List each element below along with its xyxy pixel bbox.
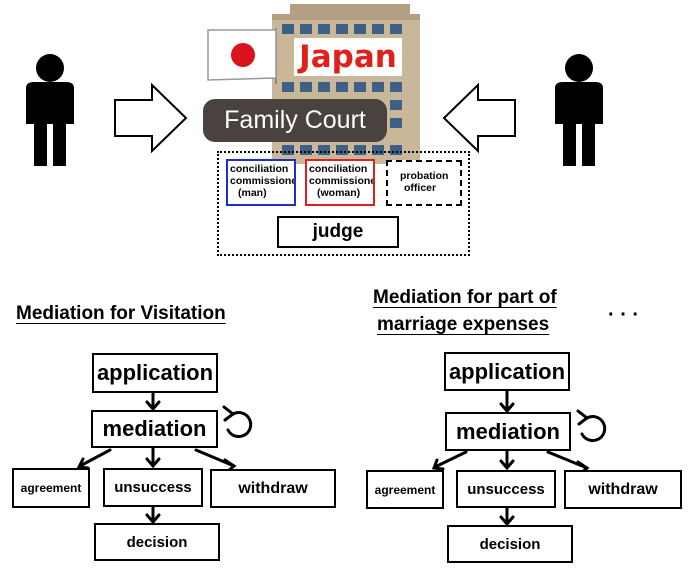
flow1-decision-box: decision [94,523,220,561]
flow1-application-box: application [92,353,218,393]
commissioner-woman-box: conciliation commissioner (woman) [305,159,375,206]
flow1-unsuccess-box: unsuccess [103,468,203,507]
japan-flag-icon [207,28,277,84]
flow1-mediation-box: mediation [91,410,218,448]
flow2-application-box: application [444,352,570,391]
arrow-left-icon [442,82,516,154]
judge-box: judge [277,216,399,248]
person-right-icon [555,54,603,166]
flow2-withdraw-box: withdraw [564,470,682,509]
flow1-withdraw-box: withdraw [210,469,336,508]
family-court-label: Family Court [203,99,387,142]
flow2-agreement-box: agreement [366,470,444,509]
commissioner-man-box: conciliation commissioner (man) [226,159,296,206]
flow2-unsuccess-box: unsuccess [456,470,556,508]
flow1-arrows [76,391,253,525]
flow2-mediation-box: mediation [445,412,571,451]
flow1-title: Mediation for Visitation [16,303,226,324]
ellipsis-text: · · · [608,304,640,326]
flow1-agreement-box: agreement [12,468,90,508]
flow2-title: Mediation for part of marriage expenses [373,287,557,335]
flow2-decision-box: decision [447,525,573,563]
japan-label: Japan [294,38,402,76]
court-staff-group [217,151,470,256]
arrow-right-icon [114,82,188,154]
probation-officer-box: probation officer [386,160,462,206]
person-left-icon [26,54,74,166]
